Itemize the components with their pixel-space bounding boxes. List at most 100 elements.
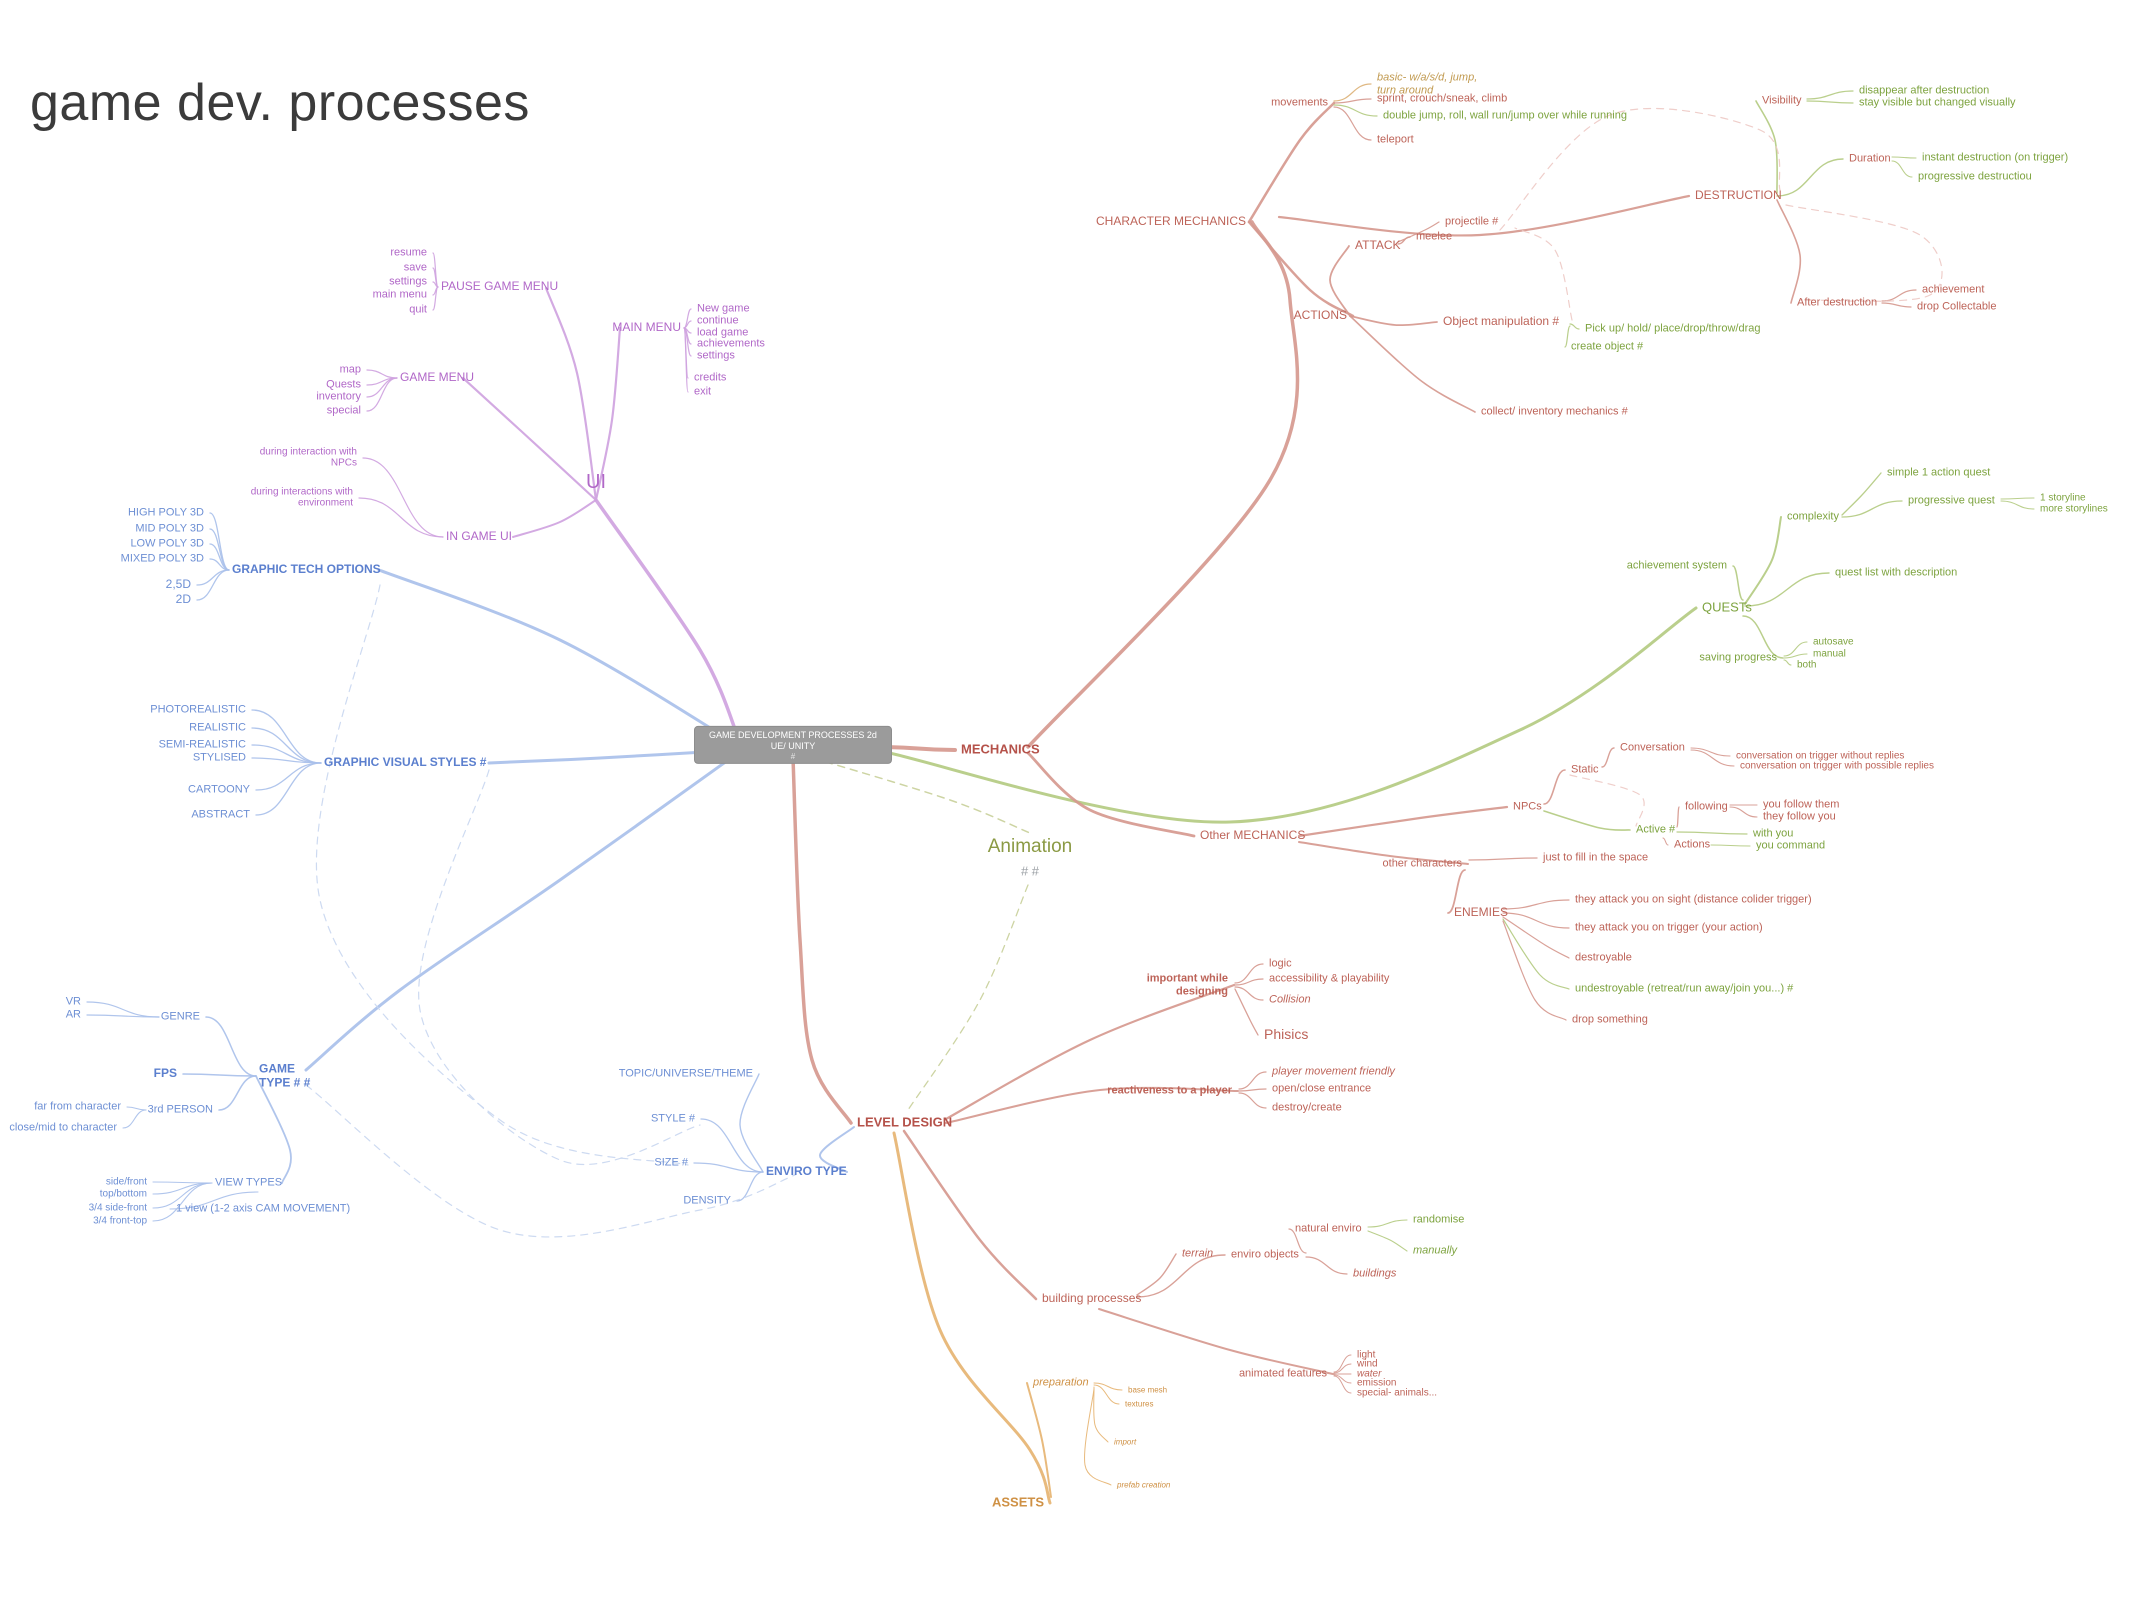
- node-topicu[interactable]: TOPIC/UNIVERSE/THEME: [618, 1067, 753, 1080]
- node-dstc[interactable]: destroy/create: [1272, 1101, 1342, 1114]
- node-emis[interactable]: emission: [1357, 1377, 1397, 1389]
- node-styl[interactable]: STYLISED: [192, 751, 246, 764]
- node-continue[interactable]: continue: [697, 314, 739, 327]
- node-water[interactable]: water: [1357, 1368, 1382, 1380]
- node-inventory[interactable]: inventory: [316, 390, 361, 403]
- node-specan[interactable]: special- animals...: [1357, 1387, 1438, 1399]
- node-closechar[interactable]: close/mid to character: [9, 1121, 117, 1134]
- node-high[interactable]: HIGH POLY 3D: [127, 506, 204, 519]
- node-light[interactable]: light: [1357, 1349, 1376, 1361]
- node-othch[interactable]: other characters: [1382, 857, 1462, 870]
- node-textu[interactable]: textures: [1125, 1399, 1154, 1409]
- node-savep[interactable]: saving progress: [1699, 651, 1777, 664]
- node-youf[interactable]: you follow them: [1763, 798, 1840, 811]
- node-progq[interactable]: progressive quest: [1908, 494, 1995, 507]
- node-special[interactable]: special: [326, 404, 361, 417]
- node-gto[interactable]: GRAPHIC TECH OPTIONS: [232, 562, 381, 577]
- node-phys[interactable]: Phisics: [1264, 1026, 1309, 1043]
- node-manual[interactable]: manual: [1813, 648, 1846, 660]
- node-viewt[interactable]: VIEW TYPES: [215, 1176, 283, 1189]
- node-theyf[interactable]: they follow you: [1763, 810, 1836, 823]
- node-actsn[interactable]: Actions: [1674, 838, 1711, 851]
- node-simpleq[interactable]: simple 1 action quest: [1887, 466, 1991, 479]
- node-ingameui[interactable]: IN GAME UI: [446, 529, 513, 544]
- node-collect[interactable]: collect/ inventory mechanics #: [1481, 405, 1628, 418]
- node-animh[interactable]: # #: [1020, 863, 1040, 879]
- node-collis[interactable]: Collision: [1269, 993, 1311, 1006]
- node-oneview[interactable]: 1 view (1-2 axis CAM MOVEMENT): [176, 1202, 351, 1215]
- node-convno[interactable]: conversation on trigger without replies: [1736, 750, 1905, 762]
- node-autos[interactable]: autosave: [1813, 636, 1854, 648]
- node-attsight[interactable]: they attack you on sight (distance colid…: [1575, 893, 1812, 906]
- node-gvs[interactable]: GRAPHIC VISUAL STYLES #: [324, 755, 487, 770]
- node-activ[interactable]: Active #: [1636, 823, 1676, 836]
- node-both[interactable]: both: [1797, 659, 1817, 671]
- node-lowp[interactable]: LOW POLY 3D: [130, 537, 204, 550]
- node-imprt[interactable]: import: [1114, 1437, 1137, 1447]
- node-prefab[interactable]: prefab creation: [1117, 1480, 1171, 1490]
- node-tele[interactable]: teleport: [1377, 133, 1414, 146]
- node-storym[interactable]: more storylines: [2040, 503, 2108, 515]
- node-third[interactable]: 3rd PERSON: [147, 1103, 213, 1116]
- node-styleh[interactable]: STYLE #: [650, 1112, 695, 1125]
- node-credits[interactable]: credits: [694, 371, 727, 384]
- node-sprint[interactable]: sprint, crouch/sneak, climb: [1377, 92, 1508, 105]
- node-prep[interactable]: preparation: [1033, 1376, 1089, 1389]
- node-destry[interactable]: destroyable: [1575, 951, 1632, 964]
- node-bldg[interactable]: buildings: [1353, 1267, 1397, 1280]
- node-charm[interactable]: CHARACTER MECHANICS: [1095, 214, 1246, 229]
- node-meelee[interactable]: meelee: [1416, 230, 1453, 243]
- node-story1[interactable]: 1 storyline: [2040, 492, 2086, 504]
- node-achievs[interactable]: achievements: [697, 337, 765, 350]
- node-midp[interactable]: MID POLY 3D: [135, 522, 204, 535]
- node-envobj[interactable]: enviro objects: [1231, 1248, 1299, 1261]
- node-npcs[interactable]: NPCs: [1513, 800, 1542, 813]
- node-bldp[interactable]: building processes: [1042, 1291, 1142, 1306]
- node-atttrig[interactable]: they attack you on trigger (your action): [1575, 921, 1763, 934]
- node-static[interactable]: Static: [1571, 763, 1599, 776]
- node-pausem[interactable]: PAUSE GAME MENU: [441, 279, 559, 294]
- node-durenv[interactable]: during interactions with environment: [250, 486, 353, 509]
- node-ar[interactable]: AR: [65, 1008, 81, 1021]
- node-manly[interactable]: manually: [1413, 1244, 1458, 1257]
- node-durat[interactable]: Duration: [1849, 152, 1891, 165]
- node-follow[interactable]: following: [1685, 800, 1728, 813]
- node-ui[interactable]: UI: [586, 471, 606, 494]
- node-achd[interactable]: achievement: [1922, 283, 1985, 296]
- node-afterd[interactable]: After destruction: [1797, 296, 1878, 309]
- node-abst[interactable]: ABSTRACT: [191, 808, 250, 821]
- node-sidef[interactable]: side/front: [105, 1176, 147, 1188]
- node-createobj[interactable]: create object #: [1571, 340, 1644, 353]
- node-dens[interactable]: DENSITY: [683, 1194, 731, 1207]
- node-d25[interactable]: 2,5D: [165, 577, 191, 592]
- node-natenv[interactable]: natural enviro: [1295, 1222, 1362, 1235]
- node-real[interactable]: REALISTIC: [189, 721, 246, 734]
- node-convyes[interactable]: conversation on trigger with possible re…: [1740, 760, 1934, 772]
- node-save[interactable]: save: [403, 261, 427, 274]
- node-settings1[interactable]: settings: [389, 275, 427, 288]
- node-mech[interactable]: MECHANICS: [961, 741, 1040, 757]
- node-quests[interactable]: QUESTs: [1702, 599, 1752, 615]
- node-destr[interactable]: DESTRUCTION: [1695, 188, 1782, 203]
- node-logic[interactable]: logic: [1269, 957, 1292, 970]
- node-cart[interactable]: CARTOONY: [188, 783, 250, 796]
- node-attack[interactable]: ATTACK: [1355, 238, 1401, 253]
- node-gamem[interactable]: GAME MENU: [400, 370, 475, 385]
- node-sizeh[interactable]: SIZE #: [654, 1156, 688, 1169]
- node-impd[interactable]: important while designing: [1146, 972, 1228, 997]
- node-bmesh[interactable]: base mesh: [1128, 1385, 1168, 1395]
- node-ft34[interactable]: 3/4 front-top: [93, 1215, 147, 1227]
- node-farchar[interactable]: far from character: [34, 1100, 121, 1113]
- node-semir[interactable]: SEMI-REALISTIC: [158, 738, 246, 751]
- node-instd[interactable]: instant destruction (on trigger): [1922, 151, 2069, 164]
- node-genre[interactable]: GENRE: [160, 1010, 200, 1023]
- node-sf34[interactable]: 3/4 side-front: [88, 1202, 147, 1214]
- node-disap[interactable]: disappear after destruction: [1859, 84, 1990, 97]
- node-pickup[interactable]: Pick up/ hold/ place/drop/throw/drag: [1585, 322, 1761, 335]
- node-objman[interactable]: Object manipulation #: [1443, 314, 1560, 329]
- node-openc[interactable]: open/close entrance: [1272, 1082, 1372, 1095]
- node-mainm[interactable]: MAIN MENU: [612, 320, 681, 335]
- node-animf[interactable]: animated features: [1238, 1367, 1327, 1380]
- node-movs[interactable]: movements: [1271, 96, 1328, 109]
- node-undestr[interactable]: undestroyable (retreat/run away/join you…: [1575, 982, 1794, 995]
